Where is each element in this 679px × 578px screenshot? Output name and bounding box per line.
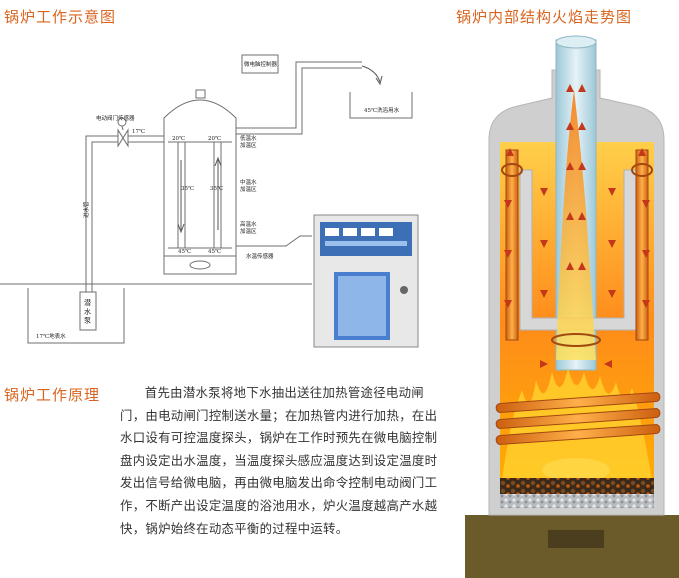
inlet-pipe-outer [85, 135, 118, 292]
low-temp-zone-label: 低温水加温区 [240, 134, 257, 149]
bottom-right-temp: 45℃ [208, 248, 221, 255]
top-left-temp: 20℃ [172, 135, 185, 142]
microcomputer-controller-box [241, 54, 279, 74]
boiler-tank [163, 99, 237, 273]
mid-right-temp: 35℃ [210, 185, 223, 192]
boiler-flame-diagram [465, 35, 679, 578]
ash-layer [500, 494, 654, 508]
chimney-flame [556, 90, 596, 360]
electric-valve [117, 128, 129, 148]
flame-diagram-title: 锅炉内部结构火焰走势图 [456, 8, 633, 26]
feed-pipe [128, 135, 164, 143]
outlet-pipe [236, 61, 362, 135]
bottom-left-temp: 45℃ [178, 248, 191, 255]
top-right-temp: 20℃ [208, 135, 221, 142]
controller-label: 微电脑控制器 [244, 60, 278, 68]
furnace-door [189, 260, 211, 270]
hot-water-tub [349, 92, 413, 119]
inlet-pipe-label: 进水管 [82, 201, 90, 218]
heating-coil [495, 392, 661, 445]
principle-title: 锅炉工作原理 [4, 386, 101, 404]
principle-paragraph: 首先由潜水泵将地下水抽出送往加热管途径电动闸门，由电动闸门控制送水量；在加热管内… [120, 385, 438, 536]
well-outline [27, 288, 125, 344]
submersible-pump [79, 291, 97, 331]
ash-door [548, 530, 604, 548]
inlet-temp: 17℃ [132, 128, 145, 135]
boiler-schematic [0, 54, 413, 344]
water-temp-sensor-label: 水温传感器 [246, 252, 274, 260]
sensor-wire [236, 235, 312, 247]
high-temp-zone-label: 高温水加温区 [240, 220, 257, 235]
inlet-pipe-inner [91, 141, 118, 292]
left-riser-pipe [505, 149, 519, 341]
valve-label: 电动阀门传感器 [96, 114, 135, 122]
flow-arrows [504, 84, 650, 368]
control-panel [313, 214, 419, 348]
schematic-title: 锅炉工作示意图 [4, 8, 117, 26]
key-lock-icon [400, 286, 408, 294]
hot-water-label: 45℃洗浴用水 [364, 106, 400, 114]
coal-bed [500, 478, 654, 494]
pump-label: 潜水泵 [84, 298, 91, 325]
mid-temp-zone-label: 中温水加温区 [240, 178, 257, 193]
right-riser-pipe [635, 149, 649, 341]
mid-left-temp: 35℃ [181, 185, 194, 192]
well-water-label: 17℃地表水 [36, 332, 66, 340]
schematic-labels: 微电脑控制器 电动阀门传感器 45℃洗浴用水 17℃ 20℃ 20℃ 35℃ 3… [36, 60, 400, 340]
